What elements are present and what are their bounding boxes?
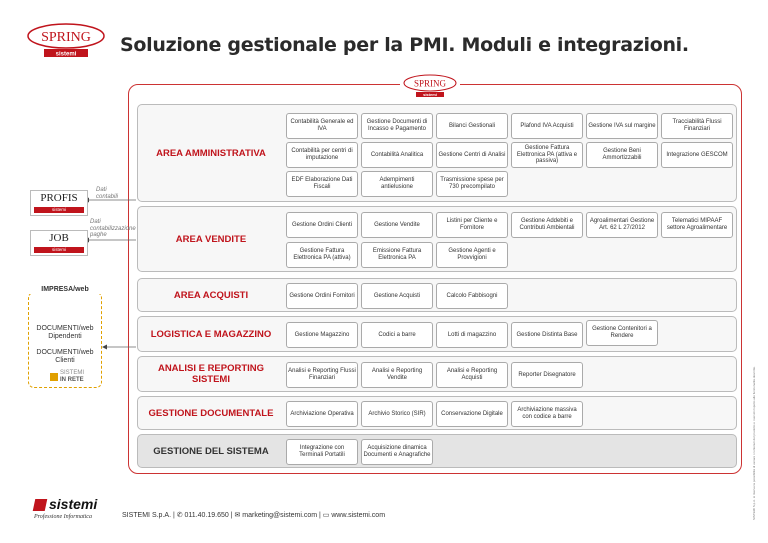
module: Gestione Agenti e Provvigioni bbox=[436, 242, 508, 268]
module: Gestione Ordini Clienti bbox=[286, 212, 358, 238]
section-title: ANALISI E REPORTING SISTEMI bbox=[157, 363, 265, 385]
page-title: Soluzione gestionale per la PMI. Moduli … bbox=[120, 34, 689, 56]
module: Gestione Contenitori a Rendere bbox=[586, 320, 658, 346]
module: Tracciabilità Flussi Finanziari bbox=[661, 113, 733, 139]
profis-name: PROFIS bbox=[40, 192, 78, 204]
module: Reporter Disegnatore bbox=[511, 362, 583, 388]
section-logistica-magazzino: LOGISTICA E MAGAZZINO Gestione Magazzino… bbox=[137, 316, 737, 352]
module: Agroalimentari Gestione Art. 62 L 27/201… bbox=[586, 212, 658, 238]
rete-top: SISTEMI bbox=[60, 370, 85, 376]
module: Archivio Storico (SIR) bbox=[361, 401, 433, 427]
frame-logo-word: SPRING bbox=[414, 79, 447, 89]
module: Calcolo Fabbisogni bbox=[436, 283, 508, 309]
rete-mark bbox=[50, 373, 58, 381]
footer-contacts: SISTEMI S.p.A. | ✆ 011.40.19.650 | ✉ mar… bbox=[122, 512, 386, 519]
frame-spring-logo: SPRING sistemi bbox=[400, 74, 460, 98]
section-area-amministrativa: AREA AMMINISTRATIVA Contabilità Generale… bbox=[137, 104, 737, 202]
module: Listini per Cliente e Fornitore bbox=[436, 212, 508, 238]
section-area-vendite: AREA VENDITE Gestione Ordini Clienti Ges… bbox=[137, 206, 737, 272]
documenti-dipendenti: DOCUMENTI/web Dipendenti bbox=[36, 325, 94, 341]
module: Gestione Addebiti e Contributi Ambiental… bbox=[511, 212, 583, 238]
module: Telematici MIPAAF settore Agroalimentare bbox=[661, 212, 733, 238]
module: Contabilità per centri di imputazione bbox=[286, 142, 358, 168]
module: Analisi e Reporting Vendite bbox=[361, 362, 433, 388]
sistemi-in-rete-logo: SISTEMI IN RETE bbox=[50, 370, 90, 386]
module: Acquisizione dinamica Documenti e Anagra… bbox=[361, 439, 433, 465]
footer-logo-tagline: Professione Informatica bbox=[34, 514, 92, 520]
footer-legal-note: SISTEMI S.p.A. si riserva la possibilità… bbox=[752, 366, 756, 520]
section-analisi-reporting: ANALISI E REPORTING SISTEMI Analisi e Re… bbox=[137, 356, 737, 392]
section-gestione-documentale: GESTIONE DOCUMENTALE Archiviazione Opera… bbox=[137, 396, 737, 430]
module: Contabilità Analitica bbox=[361, 142, 433, 168]
module: Bilanci Gestionali bbox=[436, 113, 508, 139]
section-area-acquisti: AREA ACQUISTI Gestione Ordini Fornitori … bbox=[137, 278, 737, 312]
module: Gestione Documenti di Incasso e Pagament… bbox=[361, 113, 433, 139]
module: Analisi e Reporting Acquisti bbox=[436, 362, 508, 388]
module: Gestione Magazzino bbox=[286, 322, 358, 348]
profis-sub: sistemi bbox=[34, 207, 84, 213]
module: Gestione Distinta Base bbox=[511, 322, 583, 348]
job-sub: sistemi bbox=[34, 247, 84, 253]
module: EDF Elaborazione Dati Fiscali bbox=[286, 171, 358, 197]
module: Contabilità Generale ed IVA bbox=[286, 113, 358, 139]
module: Archiviazione Operativa bbox=[286, 401, 358, 427]
job-box: JOB sistemi bbox=[30, 230, 88, 256]
module: Gestione Ordini Fornitori bbox=[286, 283, 358, 309]
section-title: GESTIONE DEL SISTEMA bbox=[153, 445, 269, 457]
footer-logo-word: sistemi bbox=[49, 496, 98, 512]
module: Gestione Fattura Elettronica PA (attiva) bbox=[286, 242, 358, 268]
section-gestione-sistema: GESTIONE DEL SISTEMA Integrazione con Te… bbox=[137, 434, 737, 468]
impresa-web-title: IMPRESA/web bbox=[29, 286, 101, 295]
section-title: AREA AMMINISTRATIVA bbox=[156, 147, 266, 159]
section-title: GESTIONE DOCUMENTALE bbox=[148, 407, 274, 419]
logo-word: SPRING bbox=[41, 30, 91, 45]
job-note: Dati contabilizzazione paghe bbox=[90, 219, 136, 239]
sistemi-footer-logo: sistemi Professione Informatica bbox=[32, 496, 104, 522]
module: Gestione Centri di Analisi bbox=[436, 142, 508, 168]
module: Gestione Beni Ammortizzabili bbox=[586, 142, 658, 168]
module: Analisi e Reporting Flussi Finanziari bbox=[286, 362, 358, 388]
module: Adempimenti antielusione bbox=[361, 171, 433, 197]
module: Codici a barre bbox=[361, 322, 433, 348]
module: Trasmissione spese per 730 precompilato bbox=[436, 171, 508, 197]
spring-sistemi-logo: SPRING sistemi bbox=[27, 23, 105, 58]
sistemi-mark-icon bbox=[32, 499, 48, 511]
frame-logo-sub: sistemi bbox=[423, 92, 437, 97]
module: Gestione Acquisti bbox=[361, 283, 433, 309]
module: Integrazione GESCOM bbox=[661, 142, 733, 168]
module: Archiviazione massiva con codice a barre bbox=[511, 401, 583, 427]
profis-box: PROFIS sistemi bbox=[30, 190, 88, 216]
section-title: AREA VENDITE bbox=[175, 233, 247, 245]
profis-note: Dati contabili bbox=[96, 187, 119, 200]
module: Plafond IVA Acquisti bbox=[511, 113, 583, 139]
module: Gestione Fattura Elettronica PA (attiva … bbox=[511, 142, 583, 168]
module: Integrazione con Terminali Portatili bbox=[286, 439, 358, 465]
job-name: JOB bbox=[49, 232, 69, 244]
module: Lotti di magazzino bbox=[436, 322, 508, 348]
logo-sub: sistemi bbox=[56, 52, 77, 58]
module: Gestione Vendite bbox=[361, 212, 433, 238]
section-title: LOGISTICA E MAGAZZINO bbox=[150, 328, 272, 340]
module: Emissione Fattura Elettronica PA bbox=[361, 242, 433, 268]
module: Gestione IVA sul margine bbox=[586, 113, 658, 139]
module: Conservazione Digitale bbox=[436, 401, 508, 427]
rete-bottom: IN RETE bbox=[60, 377, 84, 383]
documenti-clienti: DOCUMENTI/web Clienti bbox=[36, 349, 94, 365]
section-title: AREA ACQUISTI bbox=[173, 289, 249, 301]
